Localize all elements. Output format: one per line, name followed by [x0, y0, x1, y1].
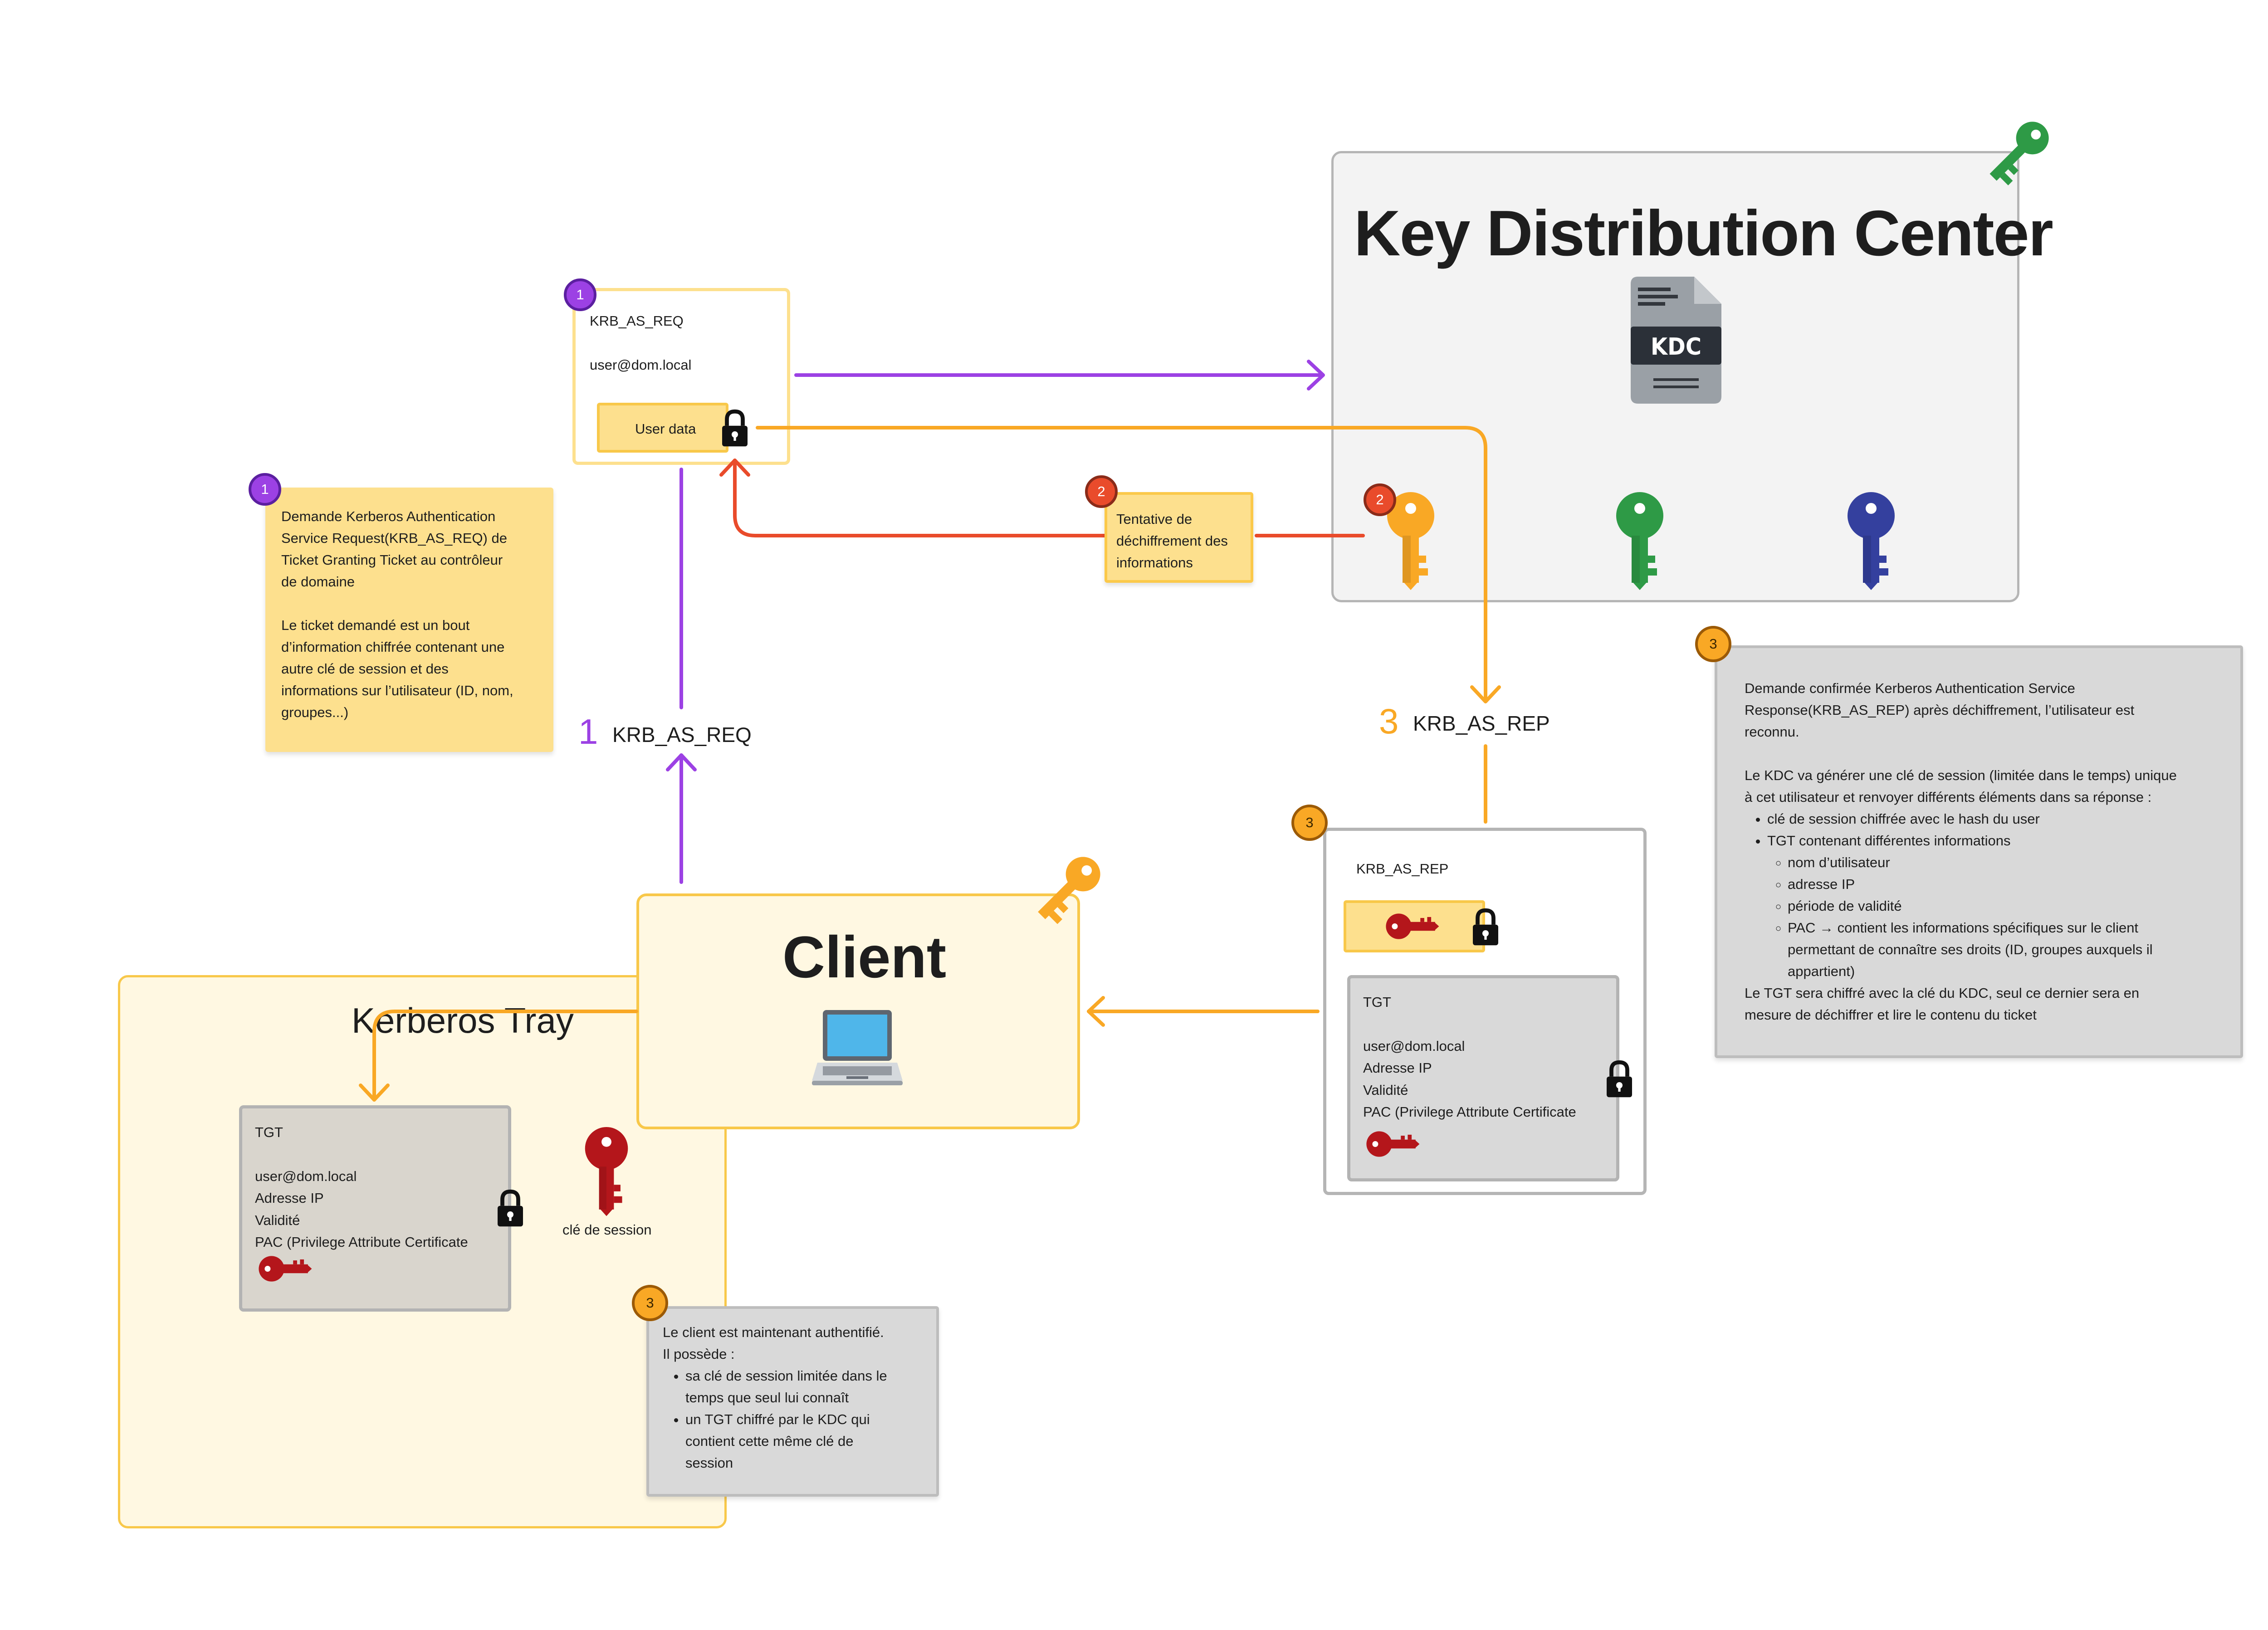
note-step3-kdc: Demande confirmée Kerberos Authenticatio… [1715, 645, 2243, 1058]
note-line: d’information chiffrée contenant une [281, 639, 505, 655]
client-to-req-arrow-head [666, 753, 697, 771]
session-key-label: clé de session [562, 1222, 652, 1238]
key-icon [1616, 492, 1663, 590]
note-line: informations sur l’utilisateur (ID, nom, [281, 683, 513, 698]
note-line: informations [1116, 555, 1193, 571]
tray-tgt-line: Validité [255, 1212, 300, 1228]
key-icon [1386, 913, 1439, 939]
note-step2: Tentative de déchiffrement des informati… [1105, 492, 1253, 583]
document-icon-label: KDC [1651, 333, 1701, 361]
req-card-title: KRB_AS_REQ [590, 313, 684, 329]
key-icon [585, 1127, 628, 1216]
note-bullet-text: TGT contenant différentes informations [1767, 833, 2011, 849]
note-line: Demande confirmée Kerberos Authenticatio… [1745, 680, 2075, 696]
note-line: autre clé de session et des [281, 661, 449, 677]
key-icon [1848, 492, 1895, 590]
note-subbullet: période de validité [1788, 895, 2222, 917]
rep-flow-number: 3 [1379, 701, 1399, 741]
user-data-to-rep-arrow-head [1470, 685, 1501, 703]
note-line: contient cette même clé de [685, 1433, 854, 1449]
note-line: mesure de déchiffrer et lire le contenu … [1745, 1007, 2037, 1023]
tray-tgt-box [239, 1105, 511, 1312]
note-step3-client: Le client est maintenant authentifié. Il… [646, 1306, 939, 1497]
note-bullet: TGT contenant différentes informations n… [1767, 830, 2222, 982]
tray-title: Kerberos Tray [352, 1000, 574, 1040]
step-badge: 3 [632, 1285, 668, 1321]
lock-icon [1607, 1060, 1632, 1098]
req-card-principal: user@dom.local [590, 357, 692, 373]
document-icon: KDC [1631, 277, 1721, 404]
reply-tgt-line: user@dom.local [1363, 1038, 1465, 1054]
note-line: Service Request(KRB_AS_REQ) de [281, 530, 507, 546]
note-line: de domaine [281, 574, 355, 590]
note-subbullet: adresse IP [1788, 874, 2222, 895]
note-line: un TGT chiffré par le KDC qui [685, 1411, 870, 1427]
rep-flow-label: KRB_AS_REP [1413, 712, 1550, 735]
note-line: Ticket Granting Ticket au contrôleur [281, 552, 503, 568]
note-line: Tentative de [1116, 511, 1193, 527]
note-line: reconnu. [1745, 724, 1799, 740]
key-icon [1989, 122, 2049, 185]
note-subbullet: nom d’utilisateur [1788, 852, 2222, 874]
note-line: groupes...) [281, 704, 349, 720]
lock-icon [722, 409, 748, 447]
user-data-button[interactable]: User data [597, 403, 728, 453]
note-step1: Demande Kerberos Authentication Service … [265, 488, 553, 752]
key-icon [1366, 1131, 1420, 1157]
tray-tgt-line: user@dom.local [255, 1168, 357, 1184]
lock-icon [498, 1189, 523, 1227]
laptop-icon [812, 1010, 903, 1085]
note-line: Le KDC va générer une clé de session (li… [1745, 767, 2177, 783]
note-line: Le ticket demandé est un bout [281, 617, 470, 633]
tray-tgt-line: PAC (Privilege Attribute Certificate [255, 1234, 468, 1250]
kdc-title: Key Distribution Center [1354, 197, 2053, 269]
key-icon [1038, 857, 1100, 924]
note-line: déchiffrement des [1116, 533, 1228, 549]
note-bullet: sa clé de session limitée dans le temps … [685, 1365, 927, 1409]
lock-icon [1473, 908, 1498, 946]
note-line: permettant de connaître ses droits (ID, … [1788, 942, 2153, 957]
note-line: Le client est maintenant authentifié. [663, 1324, 884, 1340]
reply-tgt-line: PAC (Privilege Attribute Certificate [1363, 1104, 1576, 1120]
note-subbullet: PAC → contient les informations spécifiq… [1788, 917, 2222, 982]
step-badge: 2 [1085, 475, 1118, 508]
reply-tgt-line: Validité [1363, 1082, 1408, 1098]
tray-tgt-line: Adresse IP [255, 1190, 324, 1206]
rep-to-client-arrow-head [1087, 996, 1105, 1027]
rep-card-title: KRB_AS_REP [1356, 861, 1449, 877]
note-line: à cet utilisateur et renvoyer différents… [1745, 789, 2152, 805]
req-flow-number: 1 [578, 712, 598, 752]
step-badge: 2 [1364, 483, 1396, 516]
step-badge: 1 [249, 473, 281, 506]
note-line: Demande Kerberos Authentication [281, 508, 496, 524]
reply-tgt-title: TGT [1363, 994, 1391, 1010]
note-line: appartient) [1788, 963, 1855, 979]
note-line: temps que seul lui connaît [685, 1390, 849, 1406]
note-line: Le TGT sera chiffré avec la clé du KDC, … [1745, 985, 2140, 1001]
step-badge: 3 [1291, 805, 1328, 841]
client-title: Client [782, 924, 947, 990]
note-line: PAC → contient les informations spécifiq… [1788, 920, 2139, 936]
note-line: session [685, 1455, 733, 1471]
key-icon [259, 1256, 312, 1282]
tray-tgt-title: TGT [255, 1124, 283, 1140]
note-bullet: un TGT chiffré par le KDC qui contient c… [685, 1409, 927, 1474]
step-badge: 3 [1695, 626, 1731, 662]
note-line: sa clé de session limitée dans le [685, 1368, 887, 1384]
note-line: Il possède : [663, 1346, 735, 1362]
note-line: Response(KRB_AS_REP) après déchiffrement… [1745, 702, 2135, 718]
user-data-label: User data [635, 421, 696, 437]
note-bullet: clé de session chiffrée avec le hash du … [1767, 808, 2222, 830]
decrypt-attempt-arrow [733, 459, 1106, 537]
reply-tgt-line: Adresse IP [1363, 1060, 1432, 1076]
step-badge: 1 [564, 278, 596, 311]
req-flow-label: KRB_AS_REQ [612, 723, 752, 747]
req-arrow-head [1307, 360, 1325, 390]
